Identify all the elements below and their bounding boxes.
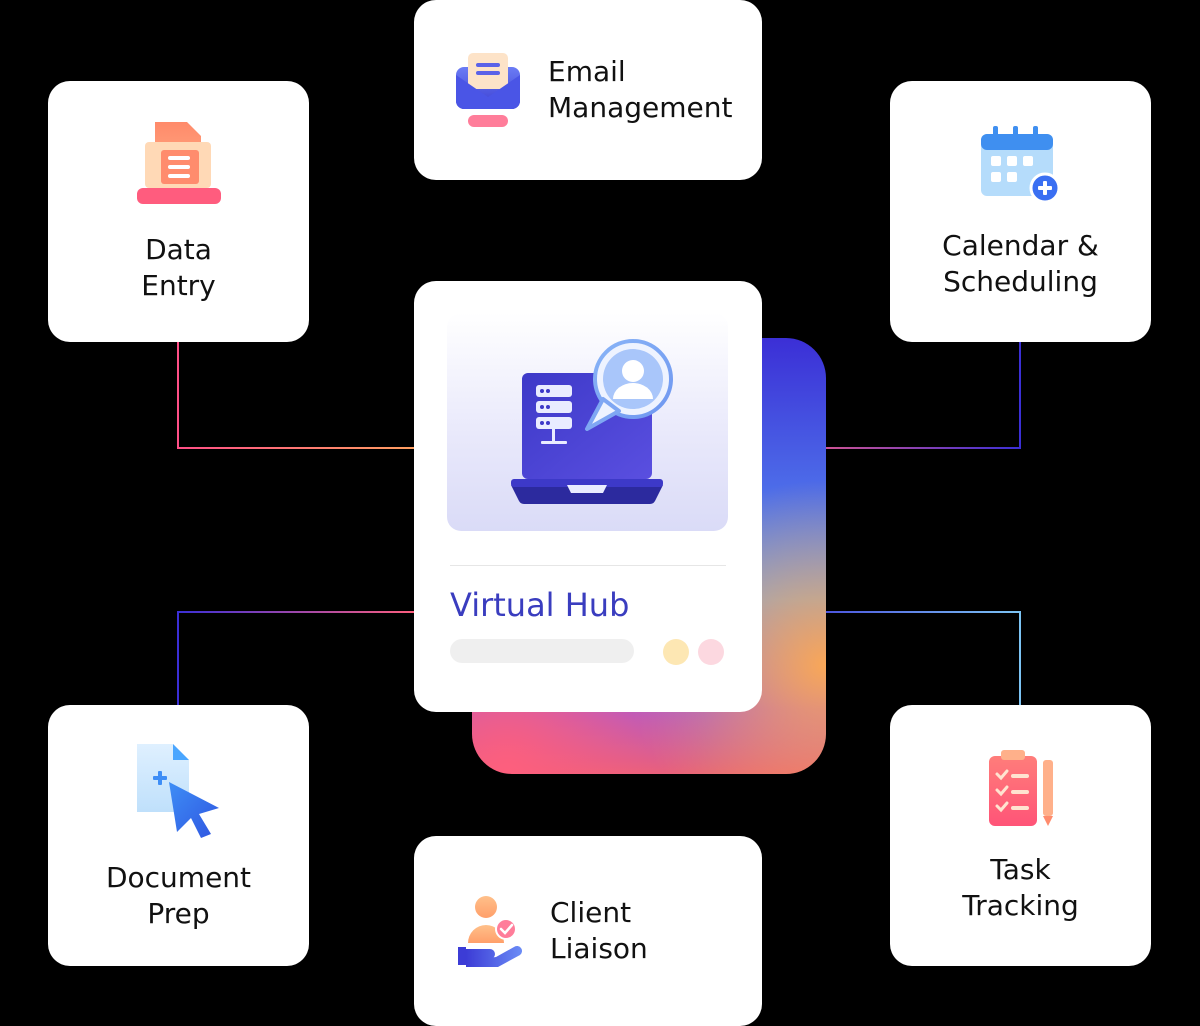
connector-task-tracking xyxy=(760,611,1021,706)
service-label: Data Entry xyxy=(141,232,216,302)
clipboard-checklist-icon xyxy=(988,749,1053,826)
service-label: Calendar & Scheduling xyxy=(942,228,1099,298)
service-label: Client Liaison xyxy=(550,896,648,965)
virtual-hub-card[interactable]: Virtual Hub xyxy=(414,281,762,712)
envelope-laptop-icon xyxy=(456,53,520,127)
connector-document-prep xyxy=(177,611,416,706)
connector-calendar xyxy=(760,342,1021,449)
service-card-task-tracking[interactable]: Task Tracking xyxy=(890,705,1151,966)
service-card-calendar-scheduling[interactable]: Calendar & Scheduling xyxy=(890,81,1151,342)
hub-status-dot-yellow xyxy=(663,639,689,665)
service-card-data-entry[interactable]: Data Entry xyxy=(48,81,309,342)
hub-status-dot-pink xyxy=(698,639,724,665)
service-card-client-liaison[interactable]: Client Liaison xyxy=(414,836,762,1026)
person-hand-icon xyxy=(458,896,522,967)
service-label: Task Tracking xyxy=(962,852,1079,922)
document-cursor-icon xyxy=(136,743,219,838)
service-label: Email Management xyxy=(548,55,733,124)
document-stack-icon xyxy=(136,121,221,204)
laptop-server-user-icon xyxy=(511,339,673,504)
service-card-document-prep[interactable]: Document Prep xyxy=(48,705,309,966)
hub-divider xyxy=(450,565,726,566)
service-card-email-management[interactable]: Email Management xyxy=(414,0,762,180)
service-label: Document Prep xyxy=(105,860,252,930)
hub-placeholder-bar xyxy=(450,639,634,663)
calendar-add-icon xyxy=(980,125,1060,203)
hub-illustration-panel xyxy=(447,313,728,531)
connector-data-entry xyxy=(177,342,416,449)
hub-title: Virtual Hub xyxy=(450,586,630,624)
